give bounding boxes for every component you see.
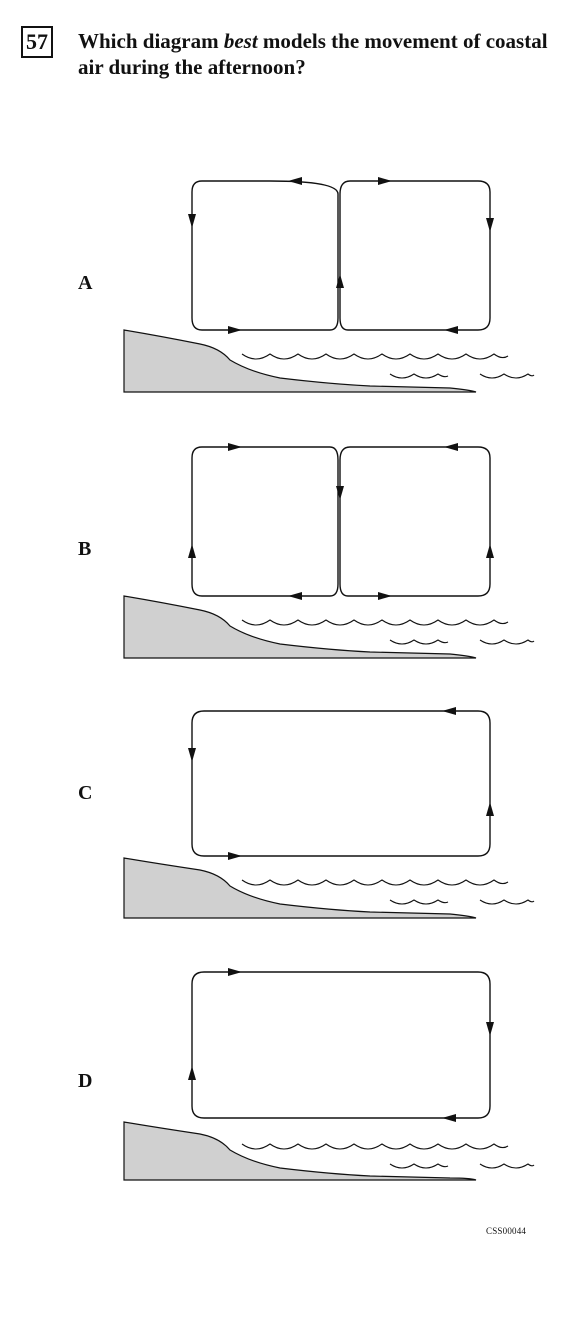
diagram-d[interactable]	[120, 968, 560, 1244]
circulation-cell-left	[191, 446, 339, 597]
circulation-cell-right	[339, 446, 491, 597]
circulation-cell-right	[339, 180, 491, 331]
water-waves	[241, 619, 509, 626]
choice-label-d[interactable]: D	[78, 1070, 93, 1092]
diagram-d-svg	[123, 968, 535, 1181]
water-waves	[241, 879, 509, 886]
water-waves	[241, 353, 509, 360]
arrow-down-icon	[336, 486, 344, 500]
question-text: Which diagram best models the movement o…	[78, 28, 558, 80]
question-text-emphasis: best	[223, 29, 258, 53]
arrow-up-icon	[188, 1066, 196, 1080]
arrow-right-icon	[228, 326, 242, 334]
circulation-cell	[191, 971, 491, 1119]
water-waves-lower	[389, 899, 535, 905]
question-number: 57	[21, 26, 53, 58]
land-profile	[123, 329, 477, 393]
diagram-c[interactable]	[120, 707, 560, 958]
item-code: CSS00044	[486, 1226, 527, 1236]
choice-label-b[interactable]: B	[78, 538, 92, 560]
diagram-a[interactable]	[120, 177, 560, 428]
circulation-cell	[191, 710, 491, 857]
arrow-down-icon	[486, 1022, 494, 1036]
diagram-a-svg	[123, 177, 535, 393]
diagram-c-svg	[123, 707, 535, 919]
arrow-left-icon	[442, 707, 456, 715]
choice-label-a[interactable]: A	[78, 272, 93, 294]
arrow-left-icon	[288, 592, 302, 600]
water-waves-lower	[389, 1163, 535, 1169]
arrow-right-icon	[378, 177, 392, 185]
land-profile	[123, 1121, 477, 1181]
arrow-right-icon	[378, 592, 392, 600]
water-waves-lower	[389, 639, 535, 645]
arrow-down-icon	[188, 748, 196, 762]
arrow-right-icon	[228, 968, 242, 976]
land-profile	[123, 595, 477, 659]
arrow-right-icon	[228, 443, 242, 451]
arrow-up-icon	[188, 544, 196, 558]
diagram-b[interactable]	[120, 443, 560, 694]
arrow-up-icon	[486, 802, 494, 816]
arrow-right-icon	[228, 852, 242, 860]
diagram-b-svg	[123, 443, 535, 659]
water-waves-lower	[389, 373, 535, 379]
arrow-down-icon	[188, 214, 196, 228]
choice-label-c[interactable]: C	[78, 782, 93, 804]
question-text-end: models the movement of coastal air durin…	[78, 29, 548, 79]
arrow-down-icon	[486, 218, 494, 232]
water-waves	[241, 1143, 509, 1150]
question-text-start: Which diagram	[78, 29, 224, 53]
circulation-cell-left	[191, 180, 339, 331]
arrow-left-icon	[444, 443, 458, 451]
arrow-left-icon	[444, 326, 458, 334]
arrow-left-icon	[288, 177, 302, 185]
land-profile	[123, 857, 477, 919]
arrow-up-icon	[486, 544, 494, 558]
arrow-left-icon	[442, 1114, 456, 1122]
arrow-up-icon	[336, 274, 344, 288]
